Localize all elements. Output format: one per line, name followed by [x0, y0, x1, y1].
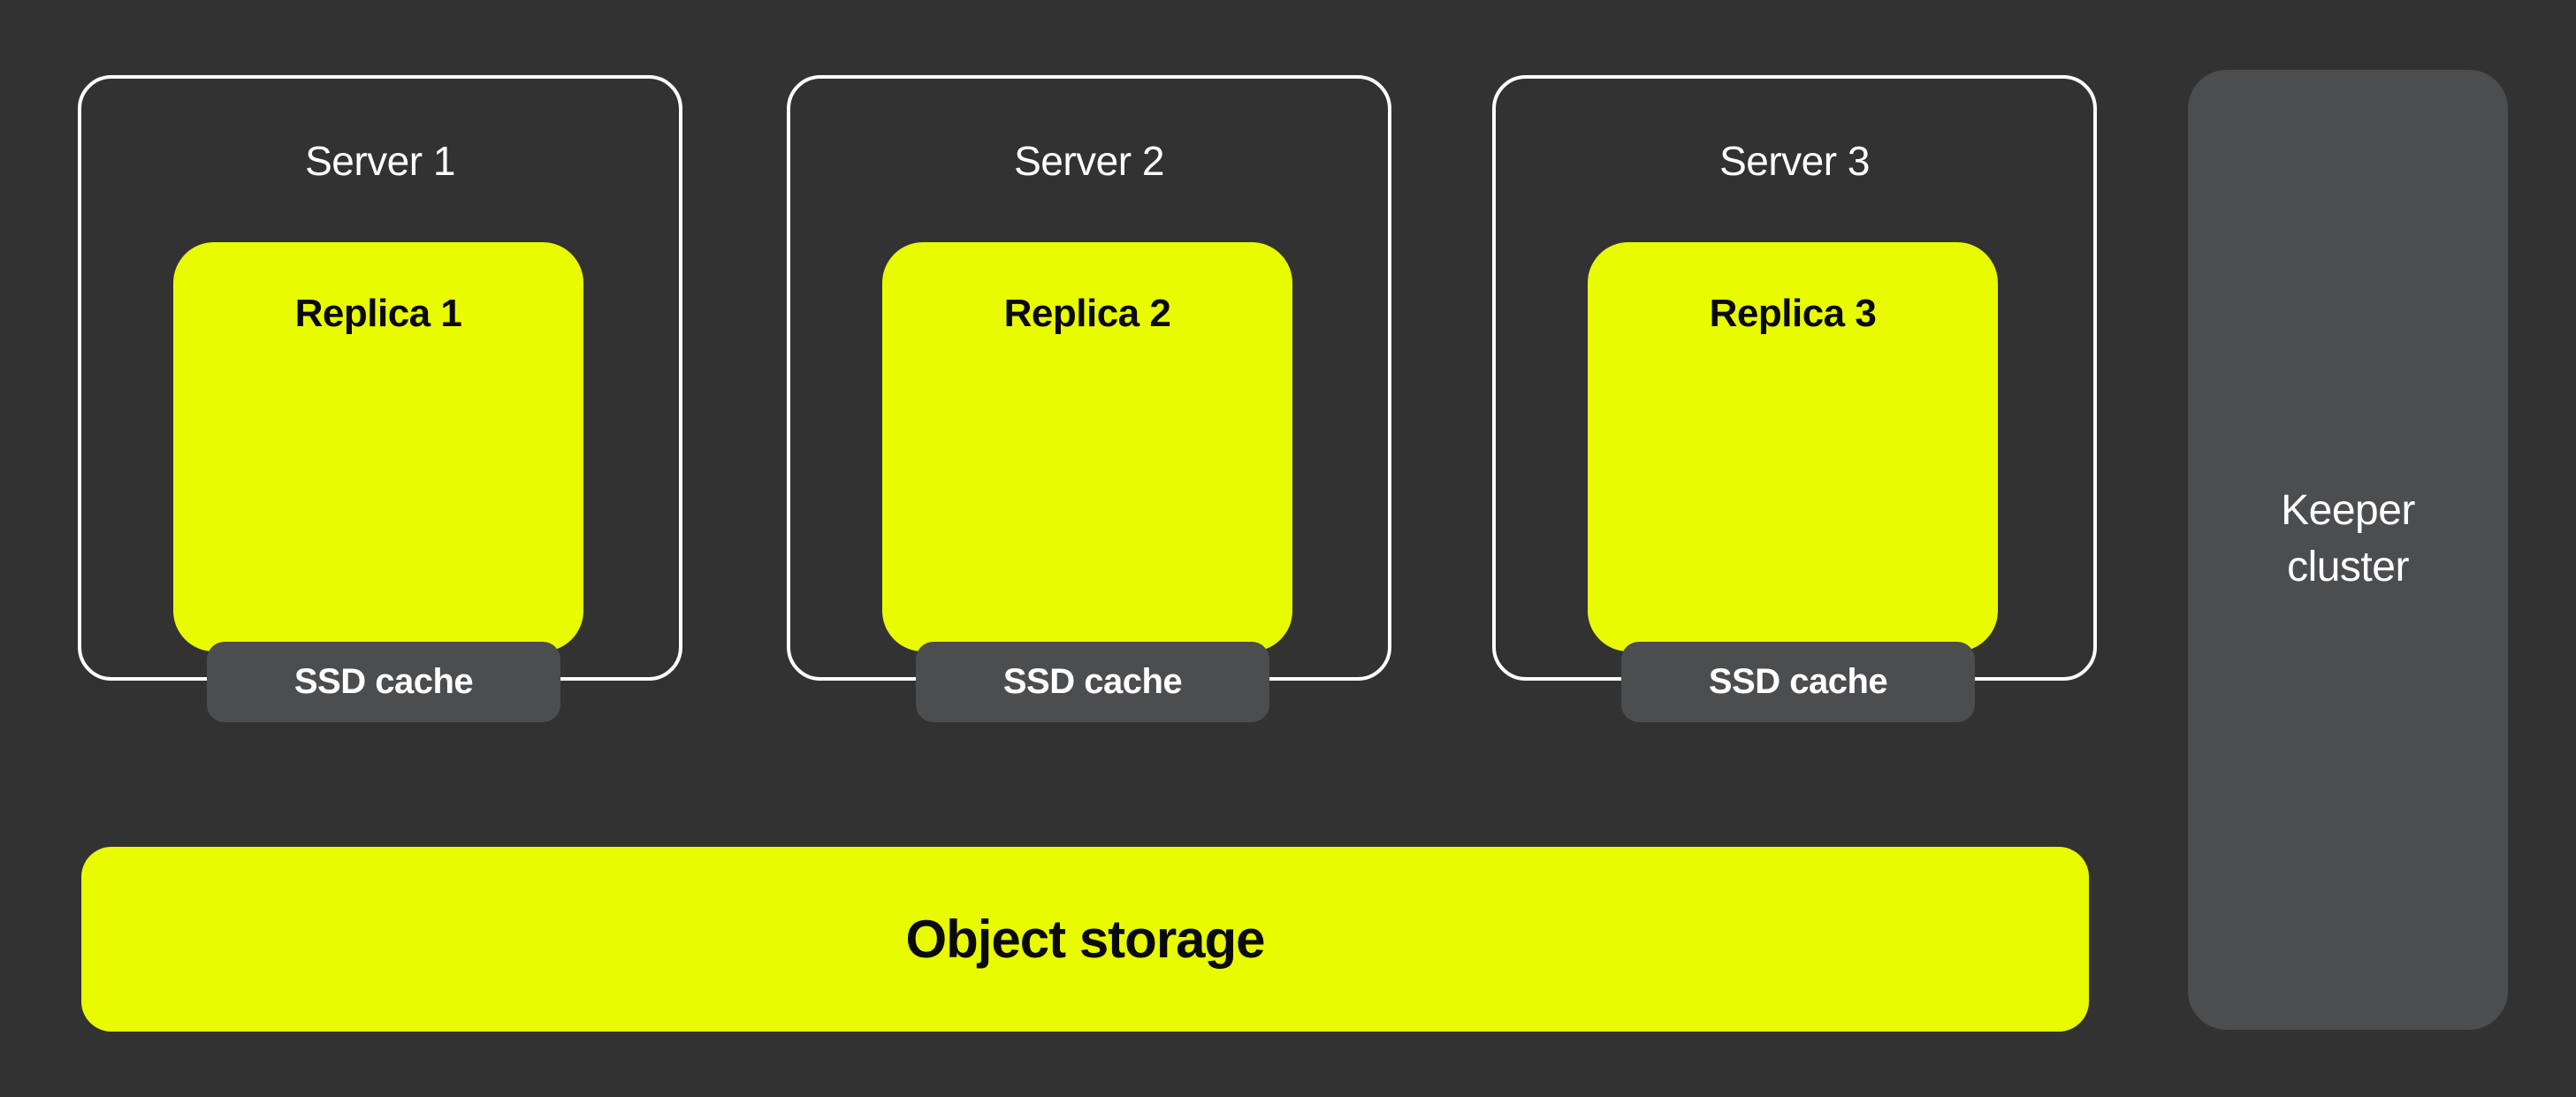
server-1-box: Server 1 Replica 1 SSD cache	[78, 75, 682, 722]
keeper-cluster-panel: Keeper cluster	[2188, 70, 2508, 1030]
replica-2-box: Replica 2	[882, 242, 1292, 651]
server-3-title: Server 3	[1719, 138, 1870, 184]
server-1-title: Server 1	[305, 138, 455, 184]
server-3-ssd-cache-badge: SSD cache	[1621, 642, 1975, 722]
server-3-box: Server 3 Replica 3 SSD cache	[1492, 75, 2097, 722]
object-storage-bar: Object storage	[81, 847, 2089, 1032]
server-2-title: Server 2	[1014, 138, 1164, 184]
server-1-ssd-cache-label: SSD cache	[293, 662, 474, 701]
replica-1-box: Replica 1	[173, 242, 583, 651]
keeper-cluster-label: Keeper cluster	[2281, 487, 2415, 590]
object-storage-label: Object storage	[905, 910, 1265, 969]
server-2-ssd-cache-badge: SSD cache	[916, 642, 1269, 722]
server-1-ssd-cache-badge: SSD cache	[207, 642, 560, 722]
replica-3-box: Replica 3	[1588, 242, 1998, 651]
server-2-box: Server 2 Replica 2 SSD cache	[787, 75, 1391, 722]
server-3-ssd-cache-label: SSD cache	[1708, 662, 1888, 701]
replica-1-label: Replica 1	[294, 292, 462, 335]
replica-3-label: Replica 3	[1709, 292, 1877, 335]
replica-2-label: Replica 2	[1003, 292, 1171, 335]
server-2-ssd-cache-label: SSD cache	[1002, 662, 1183, 701]
